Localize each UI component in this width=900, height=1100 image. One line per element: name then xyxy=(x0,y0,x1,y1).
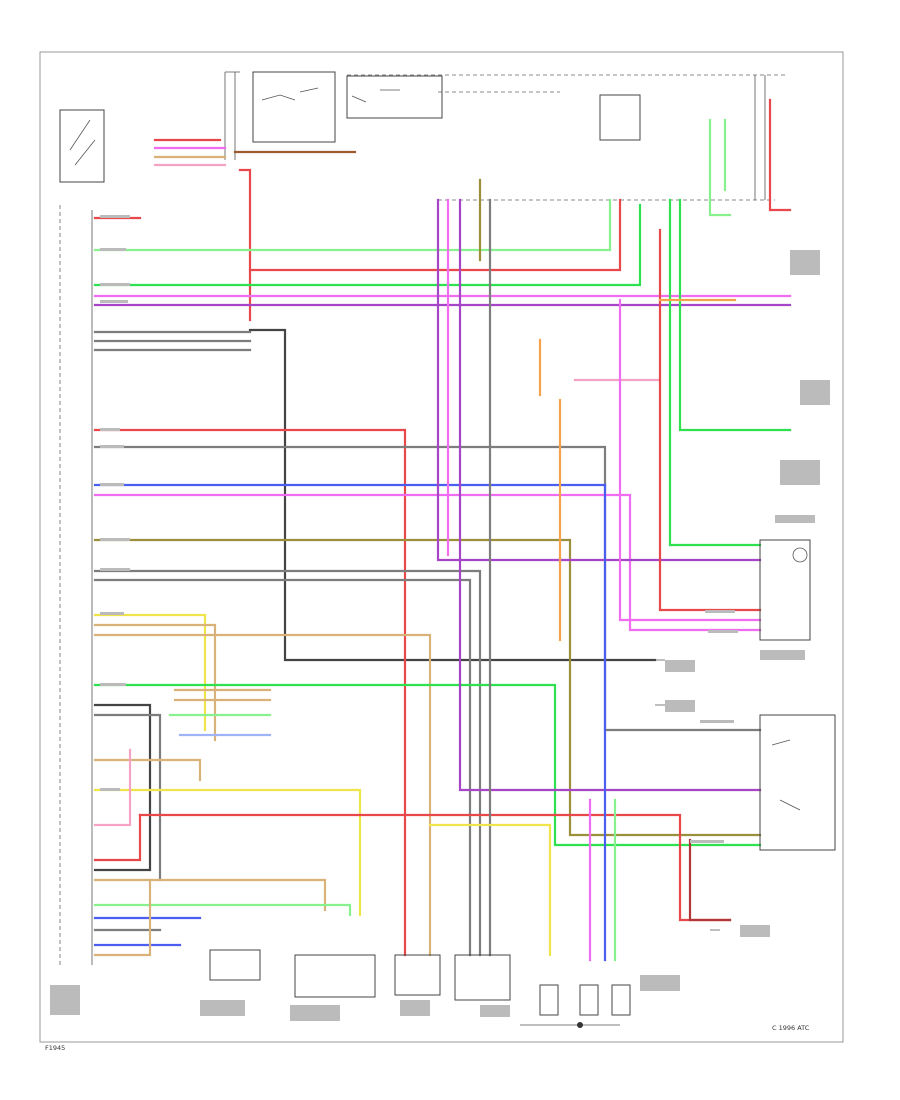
wire-red-top-right xyxy=(768,98,792,212)
wire-red-row430 xyxy=(93,428,407,957)
power-module-box xyxy=(759,714,836,851)
wire-tan-row635 xyxy=(93,633,432,957)
wire-lightgreen-row250 xyxy=(93,198,612,252)
ground-dot xyxy=(577,1022,583,1028)
wire-red-row270 xyxy=(248,198,622,272)
wire-gray-row715 xyxy=(93,713,162,882)
wire-green-vert-right2 xyxy=(678,198,792,432)
wire-olive-row540 xyxy=(93,538,762,837)
wire-tan-row760 xyxy=(93,758,202,782)
footer-left: F1945 xyxy=(45,1044,65,1052)
diagram-border xyxy=(39,51,844,1043)
sensor-bottom-3 xyxy=(611,984,631,1016)
top-fuse-area xyxy=(59,71,787,201)
connector-bottom-1 xyxy=(209,949,261,981)
wire-red-vert-right xyxy=(658,228,762,612)
wire-magenta-row495 xyxy=(93,493,762,632)
wire-tan-row880 xyxy=(93,878,327,912)
connector-bottom-3 xyxy=(394,954,441,996)
wire-yellow-row615 xyxy=(93,613,207,732)
wire-gray-row580 xyxy=(93,578,472,957)
wire-gray-row570 xyxy=(93,569,482,957)
cluster-box xyxy=(759,539,811,641)
wires xyxy=(93,98,792,962)
components xyxy=(209,539,836,1028)
wire-dark-row705 xyxy=(93,703,152,872)
wire-magenta-vert-right xyxy=(618,298,762,622)
wire-darkred-lower xyxy=(688,838,732,922)
sensor-bottom-1 xyxy=(539,984,559,1016)
wire-green-row685 xyxy=(93,683,762,847)
speed-sensor-symbol xyxy=(792,547,808,563)
wire-pink-row825 xyxy=(93,748,132,827)
ecu-connector xyxy=(59,205,93,965)
wire-red-vert-top xyxy=(238,168,252,322)
wire-lightgreen-row905 xyxy=(93,903,352,917)
wire-purple-vert1 xyxy=(436,198,762,562)
wire-purple-vert2 xyxy=(458,198,762,792)
wire-tan-row625 xyxy=(93,623,217,742)
connector-bottom-4 xyxy=(454,954,511,1001)
wire-yellow-row790 xyxy=(93,788,362,917)
sensor-bottom-2 xyxy=(579,984,599,1016)
wire-lightgreen-vert-r xyxy=(708,118,732,217)
wire-tan-row955 xyxy=(93,878,152,957)
small-labels xyxy=(50,215,830,1021)
wire-green-row285 xyxy=(93,203,642,287)
wire-yellow-lower xyxy=(428,823,552,957)
wire-green-vert-right1 xyxy=(668,198,762,547)
connector-bottom-2 xyxy=(294,954,376,998)
footer-right: C 1996 ATC xyxy=(772,1024,810,1032)
wire-red-row860 xyxy=(93,813,142,862)
